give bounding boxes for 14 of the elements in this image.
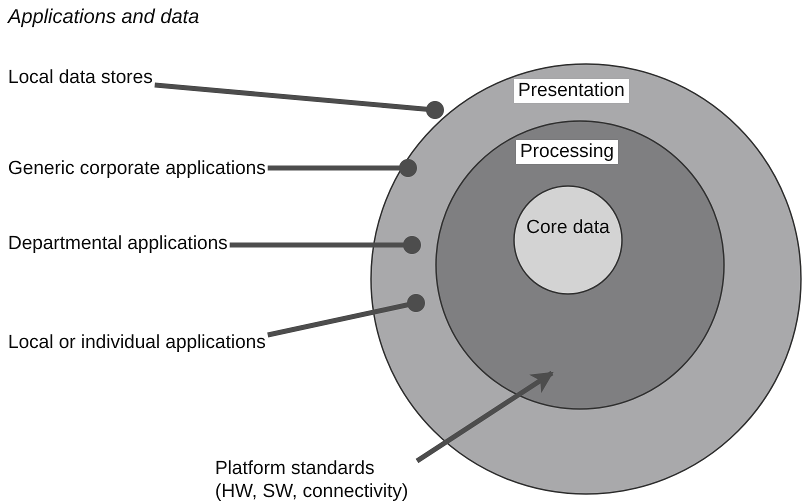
callout-text: Departmental applications bbox=[8, 232, 228, 255]
core-label: Core data bbox=[525, 216, 611, 240]
callout-text: Platform standards (HW, SW, connectivity) bbox=[215, 457, 415, 503]
leader-line bbox=[267, 294, 425, 338]
leader-line bbox=[154, 82, 444, 119]
ring-label: Presentation bbox=[514, 79, 629, 103]
diagram-title: Applications and data bbox=[8, 6, 200, 29]
leader-line bbox=[230, 236, 421, 254]
callout-text: Local or individual applications bbox=[8, 331, 266, 354]
arrow bbox=[416, 370, 554, 464]
callout-text: Generic corporate applications bbox=[8, 157, 266, 180]
ring-label: Processing bbox=[516, 140, 618, 164]
leader-line bbox=[268, 159, 417, 177]
callout-text: Local data stores bbox=[8, 66, 153, 89]
